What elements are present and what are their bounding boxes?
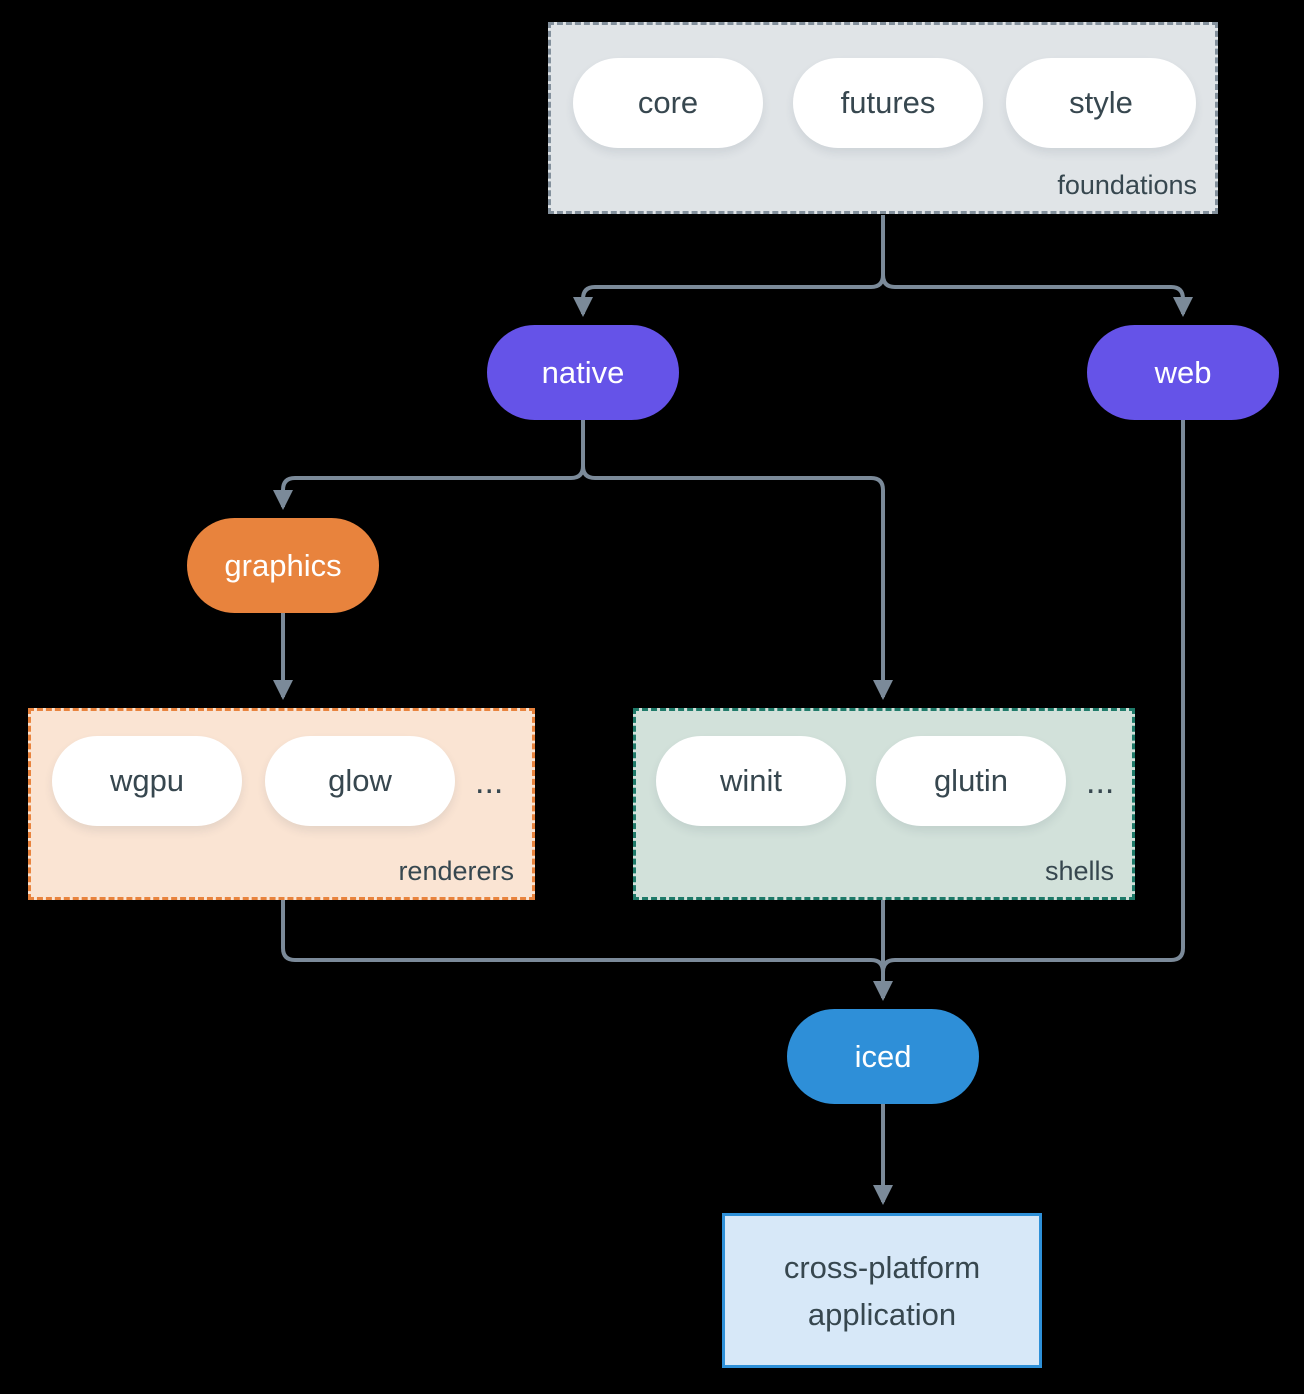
foundations-label: foundations (1057, 170, 1197, 200)
arrow-native-to-graphics (273, 420, 585, 510)
application-label-line2: application (807, 1296, 957, 1332)
application-label-line1: cross-platform (783, 1249, 981, 1285)
shells-label: shells (1044, 856, 1114, 886)
renderers-group: wgpu glow ... renderers (28, 708, 535, 900)
crate-pill-core: core (573, 58, 763, 148)
crate-pill-futures: futures (793, 58, 983, 148)
arrow-native-to-shells (581, 420, 893, 700)
line-renderers-to-merge (281, 900, 885, 973)
arrow-foundations-to-native (573, 215, 885, 317)
graphics-node: graphics (187, 518, 379, 613)
foundations-group: core futures style foundations (548, 22, 1218, 214)
native-node: native (487, 325, 679, 420)
arrow-foundations-to-web (881, 215, 1193, 317)
shells-ellipsis: ... (1086, 763, 1115, 801)
web-node: web (1087, 325, 1279, 420)
iced-node: iced (787, 1009, 979, 1104)
crate-pill-winit: winit (656, 736, 846, 826)
crate-pill-wgpu: wgpu (52, 736, 242, 826)
renderers-ellipsis: ... (475, 763, 504, 801)
renderers-label: renderers (398, 856, 514, 886)
crate-pill-style: style (1006, 58, 1196, 148)
cross-platform-application-node: cross-platform application (722, 1213, 1042, 1368)
crate-pill-glutin: glutin (876, 736, 1066, 826)
crate-pill-glow: glow (265, 736, 455, 826)
shells-group: winit glutin ... shells (633, 708, 1135, 900)
